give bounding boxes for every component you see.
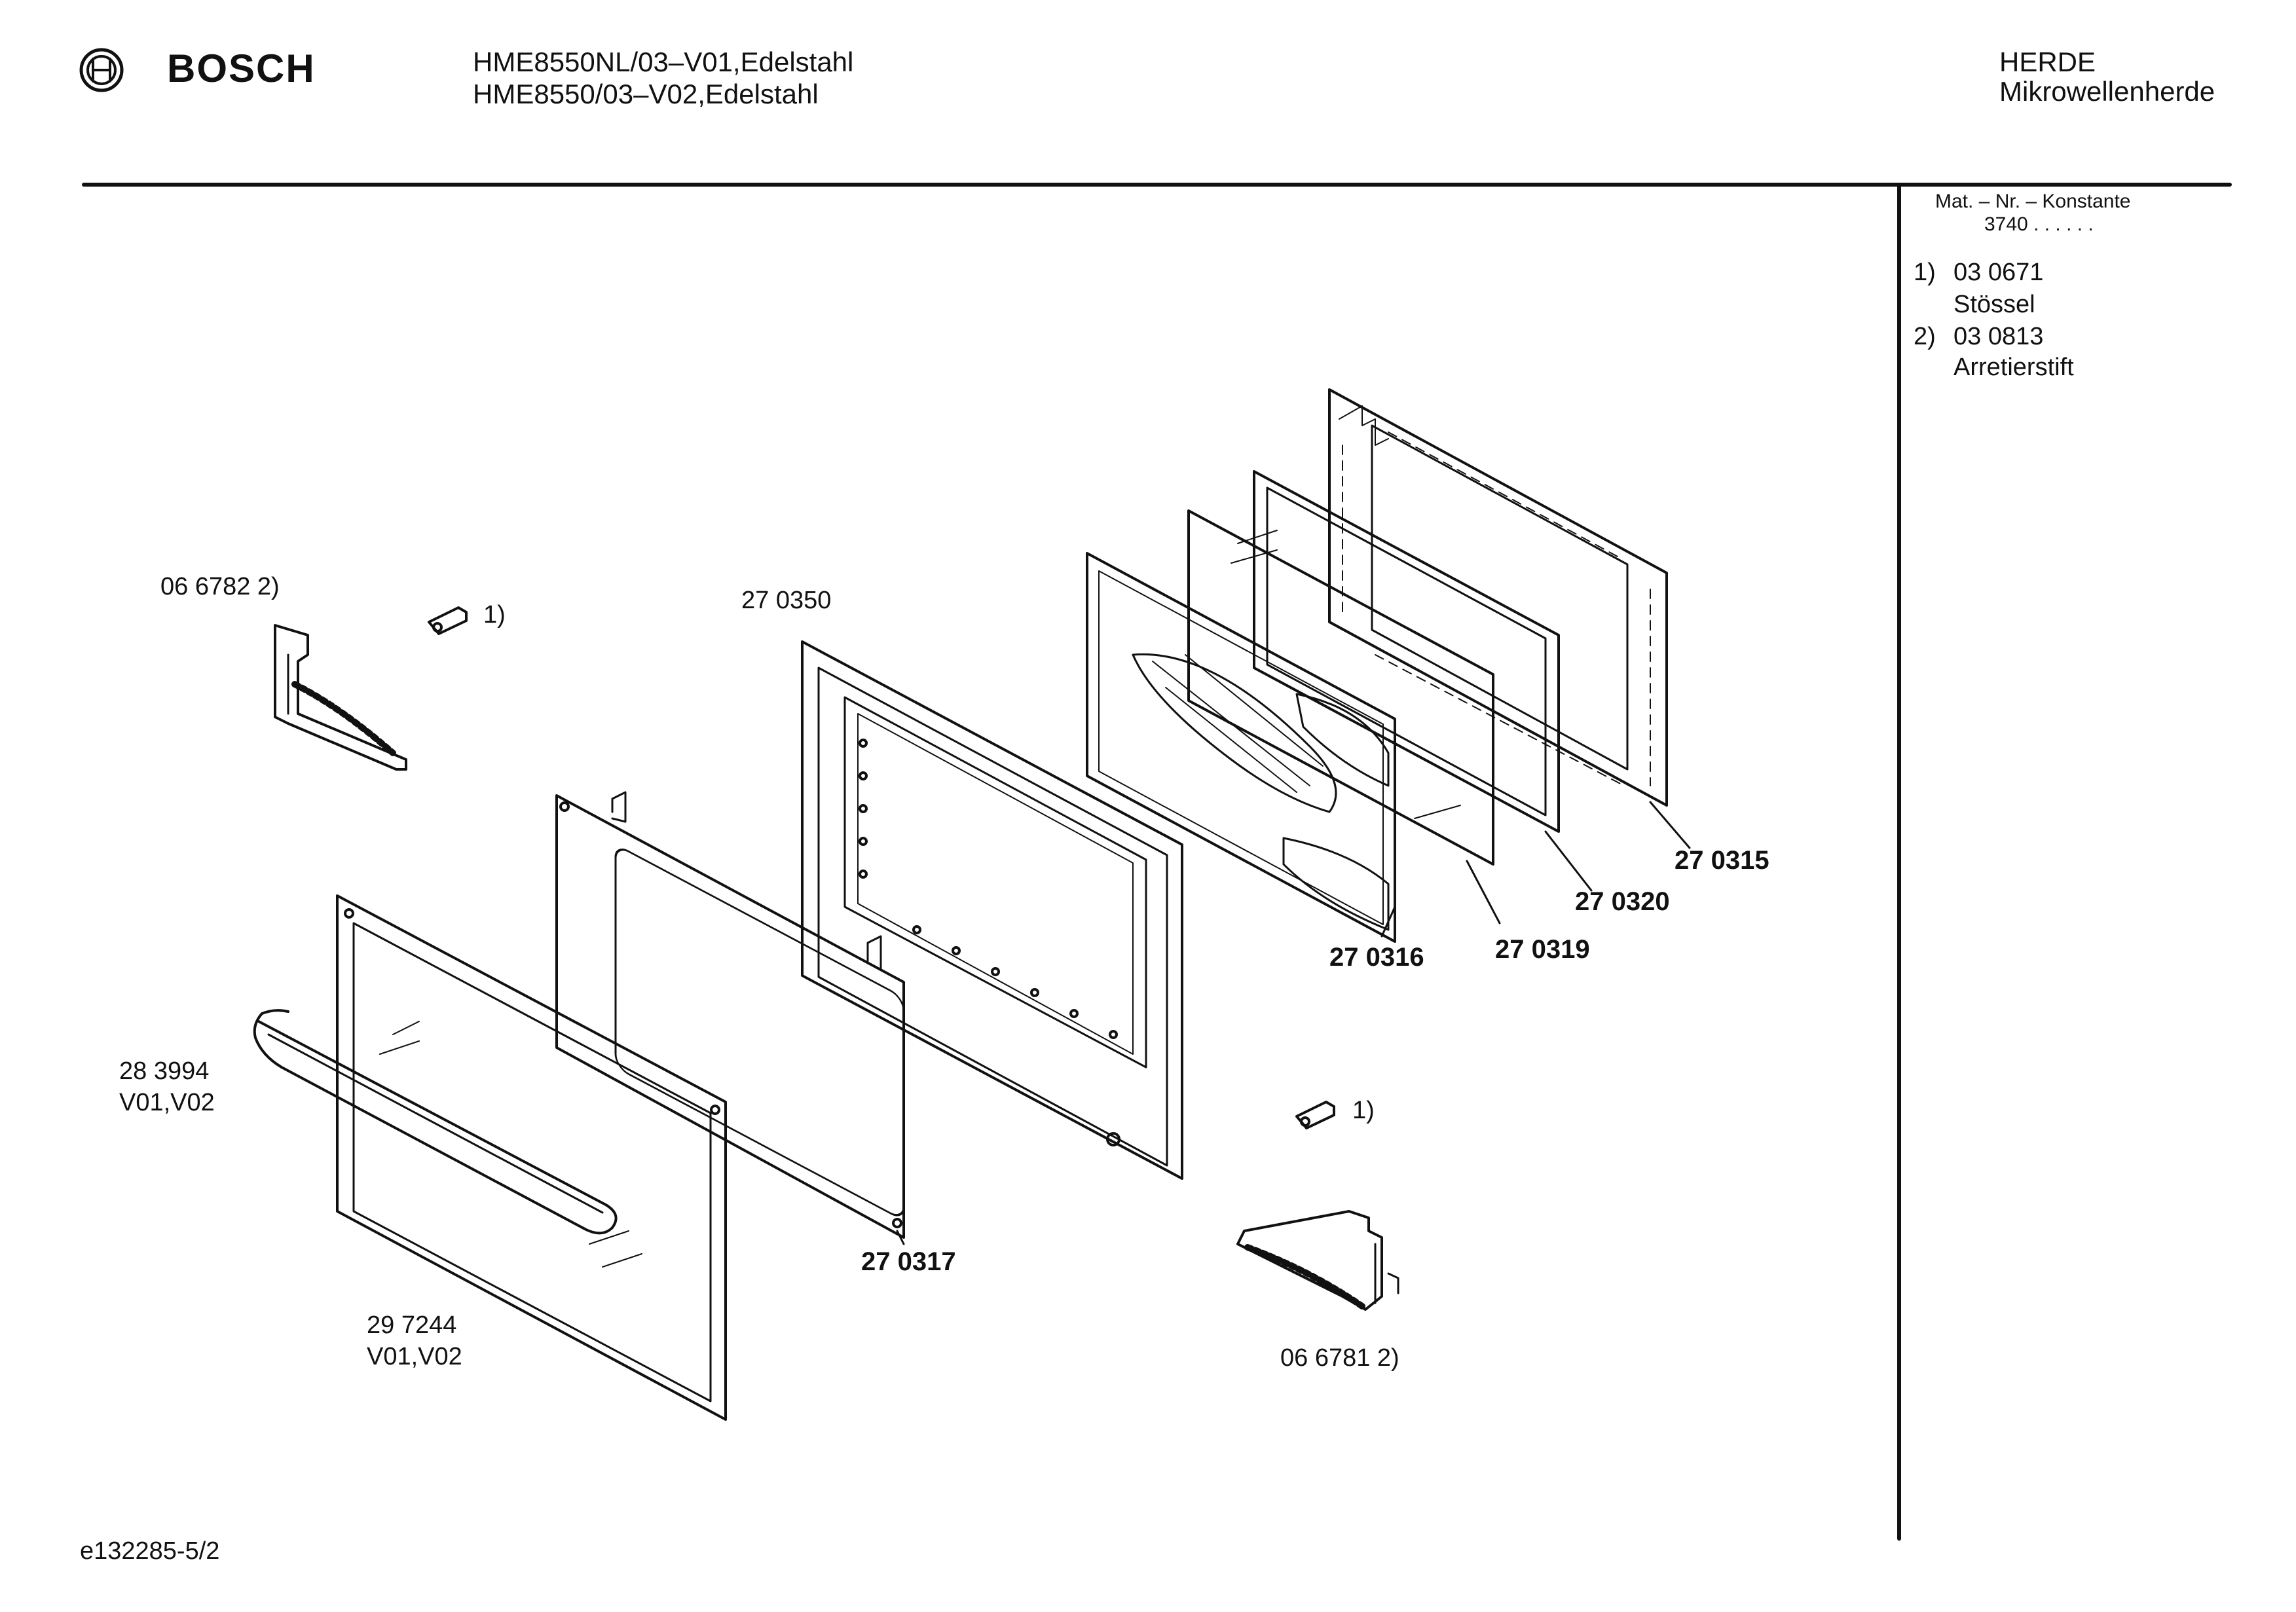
label-283994-variants: V01,V02	[119, 1089, 215, 1116]
hinge-top-left	[274, 624, 407, 771]
label-270350: 27 0350	[741, 587, 832, 614]
note-2-name: Arretierstift	[1953, 354, 2074, 381]
label-pin-top: 1)	[483, 601, 506, 629]
category-line-2: Mikrowellenherde	[1999, 76, 2215, 107]
note-2-marker: 2)	[1914, 323, 1936, 350]
note-2-number: 03 0813	[1953, 323, 2044, 350]
hinge-bottom-right	[1236, 1210, 1399, 1311]
inner-glass-frame	[555, 791, 905, 1239]
outer-door-panel	[336, 894, 727, 1421]
model-line-2: HME8550/03–V02,Edelstahl	[473, 79, 819, 109]
leader-270316	[1380, 906, 1396, 938]
label-297244: 29 7244	[367, 1311, 457, 1339]
gasket	[1253, 470, 1560, 833]
label-270320: 27 0320	[1575, 887, 1670, 916]
sidebar-heading: Mat. – Nr. – Konstante	[1935, 191, 2131, 212]
note-1-number: 03 0671	[1953, 259, 2044, 286]
pin-bottom	[1295, 1101, 1335, 1129]
document-id: e132285-5/2	[80, 1537, 220, 1565]
label-297244-variants: V01,V02	[367, 1343, 462, 1370]
category-line-1: HERDE	[1999, 46, 2096, 77]
note-1-marker: 1)	[1914, 259, 1936, 286]
label-270317: 27 0317	[861, 1247, 956, 1276]
brand-name: BOSCH	[167, 46, 316, 90]
label-283994: 28 3994	[119, 1057, 210, 1085]
bosch-logo-icon	[79, 48, 124, 92]
door-handle	[253, 1009, 618, 1235]
door-frame	[801, 640, 1183, 1180]
choke-frame	[1328, 388, 1668, 807]
label-270319: 27 0319	[1495, 935, 1590, 964]
model-line-1: HME8550NL/03–V01,Edelstahl	[473, 46, 854, 77]
sidebar-constant: 3740 . . . . . .	[1984, 213, 2094, 235]
leader-270317	[896, 1230, 905, 1245]
label-270315: 27 0315	[1675, 846, 1769, 875]
label-066782: 06 6782 2)	[160, 573, 280, 600]
leader-270319	[1466, 860, 1501, 925]
glass-pane	[1187, 509, 1494, 866]
leader-270320	[1544, 830, 1593, 892]
mesh-screen	[1086, 552, 1396, 943]
label-270316: 27 0316	[1329, 943, 1424, 972]
label-pin-bottom: 1)	[1352, 1097, 1375, 1124]
label-066781: 06 6781 2)	[1280, 1344, 1399, 1372]
note-1-name: Stössel	[1953, 291, 2035, 318]
pin-top	[428, 606, 468, 635]
leader-270315	[1649, 801, 1691, 849]
